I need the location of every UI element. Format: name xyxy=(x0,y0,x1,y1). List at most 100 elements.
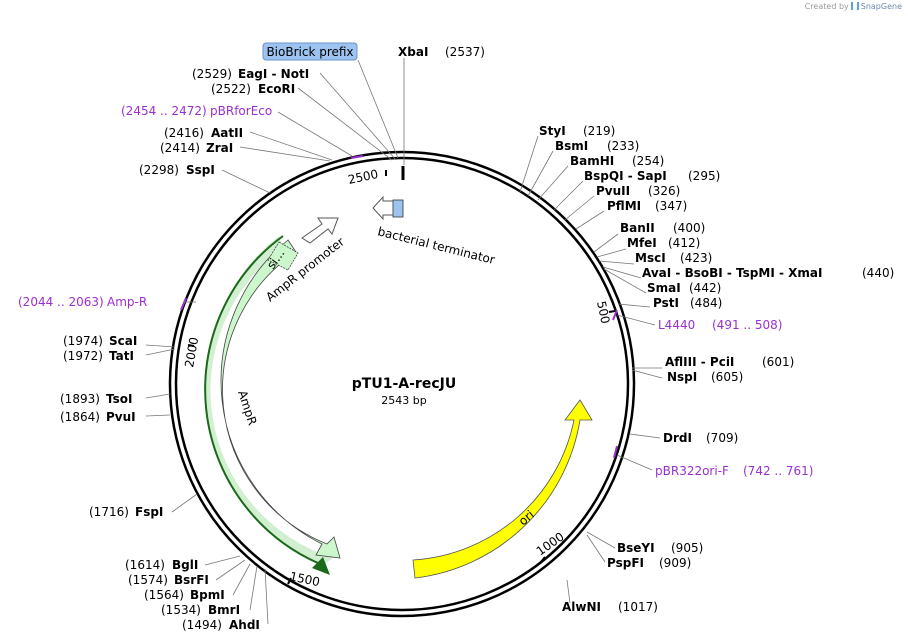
enzyme-position: (2416) xyxy=(164,126,204,140)
feature-ampr[interactable] xyxy=(204,235,341,575)
enzyme-name: AhdI xyxy=(229,618,260,632)
enzyme-name: BsrFI xyxy=(174,573,209,587)
enzyme-name: EcoRI xyxy=(258,82,295,96)
enzyme-name: ScaI xyxy=(109,334,137,348)
enzyme-name: PstI xyxy=(653,296,679,310)
enzyme-position: (1893) xyxy=(60,392,100,406)
enzyme-name: AlwNI xyxy=(562,600,601,614)
enzyme-site[interactable]: (2529)EagI - NotI xyxy=(192,67,309,81)
feature-terminator[interactable] xyxy=(372,195,404,221)
primer-label: (491 .. 508) xyxy=(712,318,782,332)
enzyme-name: BamHI xyxy=(570,154,614,168)
enzyme-name: XbaI xyxy=(398,45,428,59)
primer[interactable]: (2044 .. 2063)Amp-R xyxy=(18,295,147,309)
enzyme-name: SmaI xyxy=(647,281,681,295)
enzyme-site[interactable]: XbaI (2537) xyxy=(398,45,485,59)
enzyme-site[interactable]: (1864)PvuI xyxy=(60,410,136,424)
enzyme-position: (2298) xyxy=(139,163,179,177)
enzyme-site[interactable]: (1494) AhdI xyxy=(182,618,260,632)
enzyme-name: StyI xyxy=(539,124,566,138)
enzyme-site[interactable]: PvuII (326) xyxy=(596,184,680,198)
enzyme-position: (326) xyxy=(648,184,680,198)
enzyme-site[interactable]: (1893) TsoI xyxy=(60,392,132,406)
enzyme-name: PflMI xyxy=(607,199,641,213)
enzyme-position: (1974) xyxy=(63,334,103,348)
enzyme-name: MscI xyxy=(635,251,666,265)
enzyme-site[interactable]: (1716)FspI xyxy=(89,505,163,519)
enzyme-position: (400) xyxy=(673,221,705,235)
enzyme-site[interactable]: NspI(605) xyxy=(667,370,743,384)
primer-label: pBRforEco xyxy=(210,104,272,118)
enzyme-name: AatII xyxy=(211,126,243,140)
enzyme-site[interactable]: (2414)ZraI xyxy=(160,141,233,155)
enzyme-position: (2537) xyxy=(445,45,485,59)
enzyme-site[interactable]: (2522) EcoRI xyxy=(211,82,295,96)
enzyme-position: (254) xyxy=(632,154,664,168)
enzyme-site[interactable]: (1972)TatI xyxy=(63,349,134,363)
enzyme-site[interactable]: (2416) AatII xyxy=(164,126,243,140)
primer[interactable]: L4440 (491 .. 508) xyxy=(658,318,782,332)
enzyme-position: (2529) xyxy=(192,67,232,81)
enzyme-site[interactable]: AlwNI (1017) xyxy=(562,600,658,614)
enzyme-site[interactable]: (1574) BsrFI xyxy=(128,573,209,587)
enzyme-position: (709) xyxy=(706,431,738,445)
enzyme-site[interactable]: MscI(423) xyxy=(635,251,712,265)
primer-label: Amp-R xyxy=(107,295,147,309)
enzyme-site[interactable]: BanII(400) xyxy=(620,221,705,235)
enzyme-name: PvuII xyxy=(596,184,630,198)
enzyme-site[interactable]: BseYI (905) xyxy=(617,541,703,555)
enzyme-position: (1534) xyxy=(161,603,201,617)
enzyme-sites-right: XbaI (2537) StyI(219) BsmI(233) BamHI (254… xyxy=(398,45,894,614)
tick-label-2000: 2000 xyxy=(182,336,201,369)
enzyme-position: (484) xyxy=(690,296,722,310)
primer-label: (742 .. 761) xyxy=(743,464,813,478)
enzyme-position: (1574) xyxy=(128,573,168,587)
enzyme-position: (233) xyxy=(607,139,639,153)
enzyme-site[interactable]: PstI (484) xyxy=(653,296,722,310)
enzyme-position: (1494) xyxy=(182,618,222,632)
primer-label: L4440 xyxy=(658,318,695,332)
enzyme-site[interactable]: PflMI (347) xyxy=(607,199,687,213)
enzyme-site[interactable]: DrdI(709) xyxy=(663,431,738,445)
enzyme-site[interactable]: BspQI - SapI(295) xyxy=(584,169,720,183)
enzyme-site[interactable]: StyI(219) xyxy=(539,124,615,138)
enzyme-site[interactable]: PspFI(909) xyxy=(607,556,691,570)
watermark-text: Created by xyxy=(804,2,849,11)
feature-ori[interactable] xyxy=(412,399,593,579)
enzyme-name: TatI xyxy=(109,349,134,363)
primer[interactable]: (2454 .. 2472)pBRforEco xyxy=(121,104,272,118)
enzyme-site[interactable]: SmaI(442) xyxy=(647,281,721,295)
enzyme-site[interactable]: BsmI(233) xyxy=(555,139,639,153)
enzyme-site[interactable]: BamHI (254) xyxy=(570,154,664,168)
enzyme-site[interactable]: (2298)SspI xyxy=(139,163,215,177)
enzyme-site[interactable]: MfeI(412) xyxy=(627,236,700,250)
enzyme-position: (1864) xyxy=(60,410,100,424)
enzyme-site[interactable]: (1614)BglI xyxy=(125,558,198,572)
feature-biobrick-prefix[interactable]: BioBrick prefix xyxy=(262,42,358,61)
enzyme-name: MfeI xyxy=(627,236,657,250)
enzyme-position: (2522) xyxy=(211,82,251,96)
feature-signal-sequence[interactable] xyxy=(267,241,299,271)
enzyme-site[interactable]: (1564)BpmI xyxy=(144,588,225,602)
enzyme-position: (905) xyxy=(671,541,703,555)
tick-marks xyxy=(187,166,616,585)
enzyme-position: (1017) xyxy=(618,600,658,614)
enzyme-name: BseYI xyxy=(617,541,655,555)
feature-label-terminator: bacterial terminator xyxy=(376,224,496,267)
enzyme-name: BpmI xyxy=(190,588,225,602)
enzyme-position: (347) xyxy=(655,199,687,213)
enzyme-name: TsoI xyxy=(106,392,132,406)
primer[interactable]: pBR322ori-F(742 .. 761) xyxy=(655,464,813,478)
primer-marks xyxy=(180,155,618,459)
enzyme-site[interactable]: (1974) ScaI xyxy=(63,334,137,348)
enzyme-site[interactable]: AvaI - BsoBI - TspMI - XmaI(440) xyxy=(642,266,894,280)
feature-ampr-promoter[interactable] xyxy=(301,217,339,244)
enzyme-site[interactable]: (1534)BmrI xyxy=(161,603,240,617)
primer-label: (2044 .. 2063) xyxy=(18,295,104,309)
feature-label-ampr: AmpR xyxy=(235,389,259,427)
plasmid-name: pTU1-A-recJU xyxy=(352,376,456,392)
enzyme-position: (1614) xyxy=(125,558,165,572)
enzyme-site[interactable]: AflIII - PciI(601) xyxy=(665,355,794,369)
